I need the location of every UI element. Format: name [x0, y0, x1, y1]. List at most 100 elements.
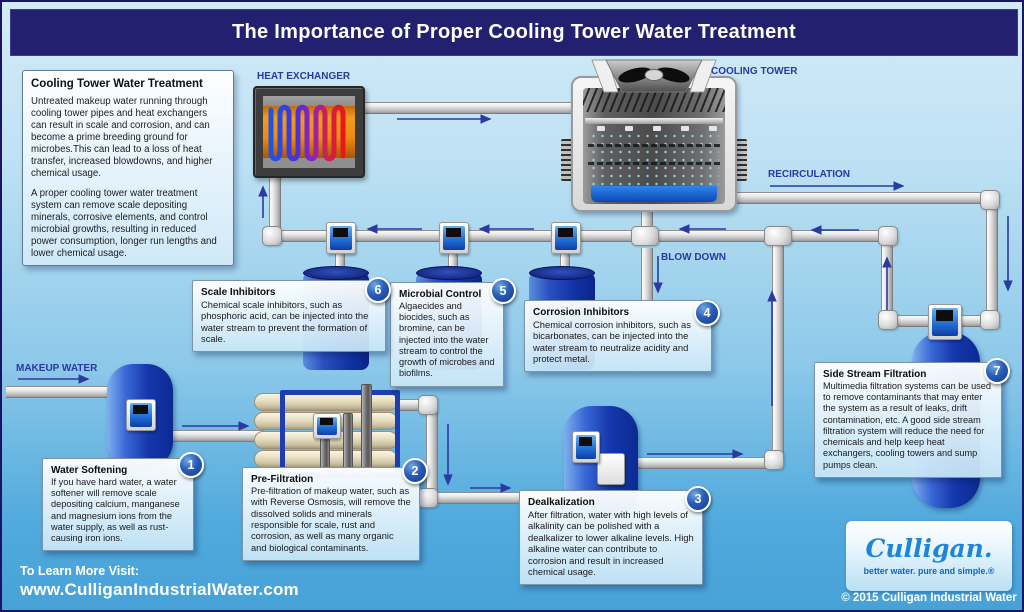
pipe-feed-line	[270, 230, 892, 242]
pump-display	[333, 227, 348, 237]
elbow-dealk-riser	[764, 450, 784, 470]
elbow-return-bottom	[878, 310, 898, 330]
tower-fin-coil-icon	[735, 139, 747, 181]
cooling-tower-fan-icon	[591, 59, 717, 93]
callout-title: Water Softening	[51, 465, 128, 476]
pipe-hx-riser	[269, 168, 281, 234]
elbow-ro-bottom	[418, 488, 438, 508]
nozzle-icon	[709, 126, 717, 131]
nozzle-icon	[625, 126, 633, 131]
elbow-return-top	[878, 226, 898, 246]
pipe-dealk-riser	[772, 242, 784, 458]
tee-blowdown	[631, 226, 659, 246]
callout-pre-filtration: Pre-Filtration Pre-filtration of makeup …	[242, 467, 420, 561]
pipe-softener-out	[146, 430, 264, 442]
intro-paragraph-1: Untreated makeup water running through c…	[31, 96, 213, 180]
intro-title: Cooling Tower Water Treatment	[31, 78, 203, 90]
nozzle-icon	[681, 126, 689, 131]
callout-side-stream-filtration: Side Stream Filtration Multimedia filtra…	[814, 362, 1002, 478]
pipe-dealk-out	[616, 457, 778, 469]
step-badge-3: 3	[685, 486, 711, 512]
callout-body: Pre-filtration of makeup water, such as …	[251, 486, 411, 553]
tee-dealk-return	[764, 226, 792, 246]
pipe-pump1-stub	[335, 250, 345, 272]
pipe-filter-outlet	[895, 315, 935, 327]
valve-display	[936, 310, 953, 321]
intro-paragraph-2: A proper cooling tower water treatment s…	[31, 188, 217, 260]
elbow-recirc-corner	[980, 190, 1000, 210]
callout-body: Chemical scale inhibitors, such as phosp…	[201, 299, 369, 345]
culligan-logo: Culligan.	[865, 534, 993, 563]
culligan-tagline: better water. pure and simple.®	[863, 566, 995, 576]
elbow-downcomer-bottom	[980, 310, 1000, 330]
callout-title: Dealkalization	[528, 497, 595, 508]
intro-box: Cooling Tower Water Treatment Untreated …	[22, 70, 234, 266]
makeup-water-label: MAKEUP WATER	[16, 363, 98, 374]
dealkalizer-valve	[572, 431, 600, 463]
copyright-text: © 2015 Culligan Industrial Water	[841, 592, 1017, 604]
step-badge-4: 4	[694, 300, 720, 326]
callout-title: Corrosion Inhibitors	[533, 307, 630, 318]
nozzle-icon	[653, 126, 661, 131]
pipe-ro-down	[426, 402, 438, 494]
learn-more-text: To Learn More Visit:	[20, 564, 140, 578]
heat-exchanger-coil-icon	[268, 104, 346, 162]
callout-title: Scale Inhibitors	[201, 287, 276, 298]
spray-header	[585, 118, 723, 124]
pipe-pump3-stub	[560, 250, 570, 272]
ro-vertical-pipe	[361, 384, 372, 476]
elbow-ro-top	[418, 395, 438, 415]
cooling-tower-label: COOLING TOWER	[711, 66, 798, 77]
step-badge-2: 2	[402, 458, 428, 484]
chemical-pump-1	[326, 222, 356, 254]
side-filter-valve	[928, 304, 962, 340]
callout-title: Pre-Filtration	[251, 474, 314, 485]
callout-corrosion-inhibitors: Corrosion Inhibitors Chemical corrosion …	[524, 300, 712, 372]
step-badge-5: 5	[490, 278, 516, 304]
chemical-pump-3	[551, 222, 581, 254]
pipe-blow-down	[641, 248, 653, 302]
pipe-pump2-stub	[448, 250, 458, 272]
callout-body: Multimedia filtration systems can be use…	[823, 381, 991, 470]
callout-water-softening: Water Softening If you have hard water, …	[42, 458, 194, 552]
callout-microbial-control: Microbial Control Algaecides and biocide…	[390, 282, 504, 387]
callout-scale-inhibitors: Scale Inhibitors Chemical scale inhibito…	[192, 280, 386, 352]
corrosion-inhibitor-tank-top	[529, 266, 595, 280]
valve-display	[133, 404, 148, 414]
callout-dealkalization: Dealkalization After filtration, water w…	[519, 490, 703, 585]
pump-display	[558, 227, 573, 237]
blow-down-label: BLOW DOWN	[661, 252, 726, 263]
pipe-recirc-downcomer	[986, 202, 998, 316]
callout-body: Algaecides and biocides, such as bromine…	[399, 301, 495, 379]
callout-title: Side Stream Filtration	[823, 369, 927, 380]
pipe-recirculation	[728, 192, 988, 204]
fill-media-row	[588, 144, 720, 147]
step-badge-1: 1	[178, 452, 204, 478]
step-badge-7: 7	[984, 358, 1010, 384]
valve-display	[578, 436, 593, 446]
ro-controller	[313, 413, 341, 439]
callout-body: Chemical corrosion inhibitors, such as b…	[533, 319, 691, 365]
tower-fin-coil-icon	[561, 139, 573, 181]
softener-valve	[126, 399, 156, 431]
recirculation-label: RECIRCULATION	[768, 169, 851, 180]
pump-display	[446, 227, 461, 237]
fill-media-row	[588, 162, 720, 165]
dealkalizer-outlet-head	[597, 453, 625, 485]
step-badge-6: 6	[365, 277, 391, 303]
website-link[interactable]: www.CulliganIndustrialWater.com	[20, 580, 299, 599]
heat-exchanger-label: HEAT EXCHANGER	[257, 71, 351, 82]
sump-water	[591, 186, 717, 202]
callout-title: Microbial Control	[399, 289, 482, 300]
page-title: The Importance of Proper Cooling Tower W…	[231, 21, 797, 43]
nozzle-icon	[597, 126, 605, 131]
callout-body: If you have hard water, a water softener…	[51, 477, 180, 544]
cooling-tower-drum	[583, 88, 725, 204]
callout-body: After filtration, water with high levels…	[528, 509, 694, 578]
chemical-pump-2	[439, 222, 469, 254]
culligan-logo-box: Culligan. better water. pure and simple.…	[846, 521, 1012, 591]
pipe-hx-to-tower	[354, 102, 586, 114]
water-spray-icon	[589, 132, 719, 188]
valve-display	[319, 417, 334, 426]
